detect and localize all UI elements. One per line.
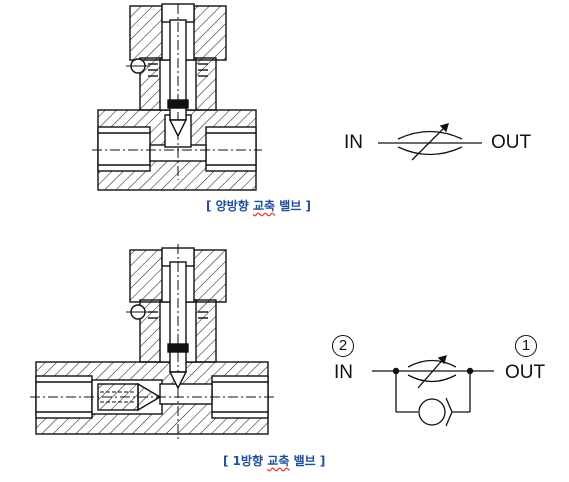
throttle-symbol-top: [378, 123, 482, 161]
port-number-in: 2: [332, 335, 354, 357]
caption-top-close: ]: [301, 199, 312, 213]
caption-top-b: 교축: [252, 199, 276, 213]
caption-bottom: [ 1방향 교축 밸브 ]: [223, 452, 325, 469]
unidirectional-valve-section: [30, 244, 274, 440]
caption-bottom-b: 교축: [267, 454, 290, 468]
caption-bottom-c: 밸브: [293, 454, 316, 468]
in-label-top: IN: [344, 132, 363, 153]
caption-top-c: 밸브: [279, 199, 302, 213]
bidirectional-valve-section: [92, 3, 262, 191]
caption-top-open: [: [206, 199, 216, 213]
caption-bottom-close: ]: [315, 454, 326, 468]
caption-top: [ 양방향 교축 밸브 ]: [206, 197, 311, 214]
caption-bottom-a: 1방향: [232, 454, 264, 468]
one-way-throttle-symbol: [372, 355, 494, 427]
caption-bottom-open: [: [223, 454, 233, 468]
caption-top-a: 양방향: [215, 199, 249, 213]
port-number-out: 1: [515, 335, 537, 357]
out-label-bottom: OUT: [505, 362, 546, 383]
in-label-bottom: IN: [334, 362, 353, 383]
out-label-top: OUT: [491, 132, 532, 153]
